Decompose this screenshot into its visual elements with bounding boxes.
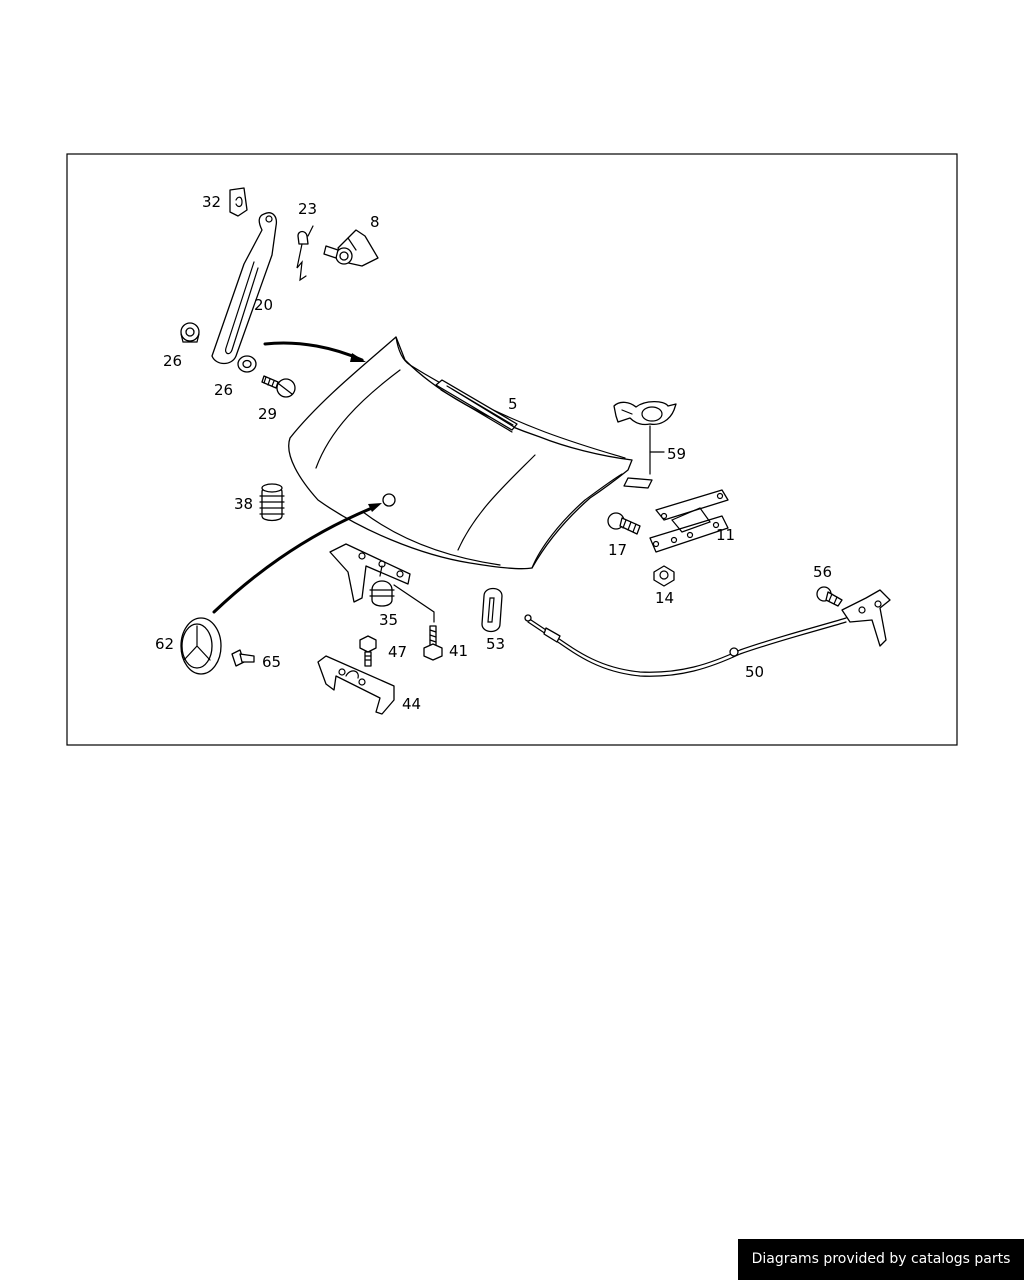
part-38-bumper[interactable]	[259, 483, 285, 522]
callout-41: 41	[449, 642, 468, 660]
callout-5: 5	[508, 395, 518, 413]
part-5-hood[interactable]	[288, 336, 633, 570]
part-44-lock-bracket[interactable]	[317, 655, 395, 715]
arrow-emblem-to-hood	[212, 506, 374, 614]
callout-38: 38	[234, 495, 253, 513]
part-41-bolt[interactable]	[423, 625, 443, 661]
callout-59: 59	[667, 445, 686, 463]
part-56-screw[interactable]	[816, 586, 843, 607]
callout-29: 29	[258, 405, 277, 423]
callout-53: 53	[486, 635, 505, 653]
part-8-bracket[interactable]	[323, 229, 379, 267]
part-29-bolt[interactable]	[261, 375, 296, 398]
part-23-spring[interactable]	[296, 225, 314, 282]
part-50-release-cable[interactable]	[524, 589, 891, 677]
callout-56: 56	[813, 563, 832, 581]
callout-35: 35	[379, 611, 398, 629]
arrow-strut-to-hood	[263, 341, 364, 362]
callout-47: 47	[388, 643, 407, 661]
part-47-bolt[interactable]	[359, 635, 377, 667]
part-53-grommet[interactable]	[481, 587, 503, 633]
part-59-seal[interactable]	[613, 400, 677, 489]
hood-emblem-mount	[382, 493, 396, 507]
callout-11: 11	[716, 526, 735, 544]
part-20-support-arm[interactable]	[211, 212, 278, 365]
callout-50: 50	[745, 663, 764, 681]
callout-65: 65	[262, 653, 281, 671]
callout-26-b: 26	[214, 381, 233, 399]
callout-62: 62	[155, 635, 174, 653]
callout-26-a: 26	[163, 352, 182, 370]
part-35-lock[interactable]	[329, 543, 435, 623]
part-32-clip[interactable]	[229, 187, 248, 217]
part-17-bolt[interactable]	[607, 512, 641, 535]
part-26-washer-b[interactable]	[237, 355, 257, 373]
callout-32: 32	[202, 193, 221, 211]
diagram-frame	[66, 153, 958, 746]
callout-8: 8	[370, 213, 380, 231]
arrow-emblem-to-hood-head	[368, 503, 382, 512]
callout-44: 44	[402, 695, 421, 713]
callout-14: 14	[655, 589, 674, 607]
footer-credit-text: Diagrams provided by catalogs parts	[751, 1251, 1011, 1267]
part-65-fastener[interactable]	[231, 649, 255, 667]
part-62-emblem[interactable]	[180, 617, 222, 675]
arrow-strut-to-hood-head	[350, 353, 366, 362]
part-26-bushing-a[interactable]	[180, 322, 200, 343]
callout-20: 20	[254, 296, 273, 314]
part-14-nut[interactable]	[653, 565, 675, 587]
part-11-hinge[interactable]	[649, 489, 729, 553]
callout-17: 17	[608, 541, 627, 559]
footer-credit: Diagrams provided by catalogs parts	[738, 1239, 1024, 1280]
callout-23: 23	[298, 200, 317, 218]
